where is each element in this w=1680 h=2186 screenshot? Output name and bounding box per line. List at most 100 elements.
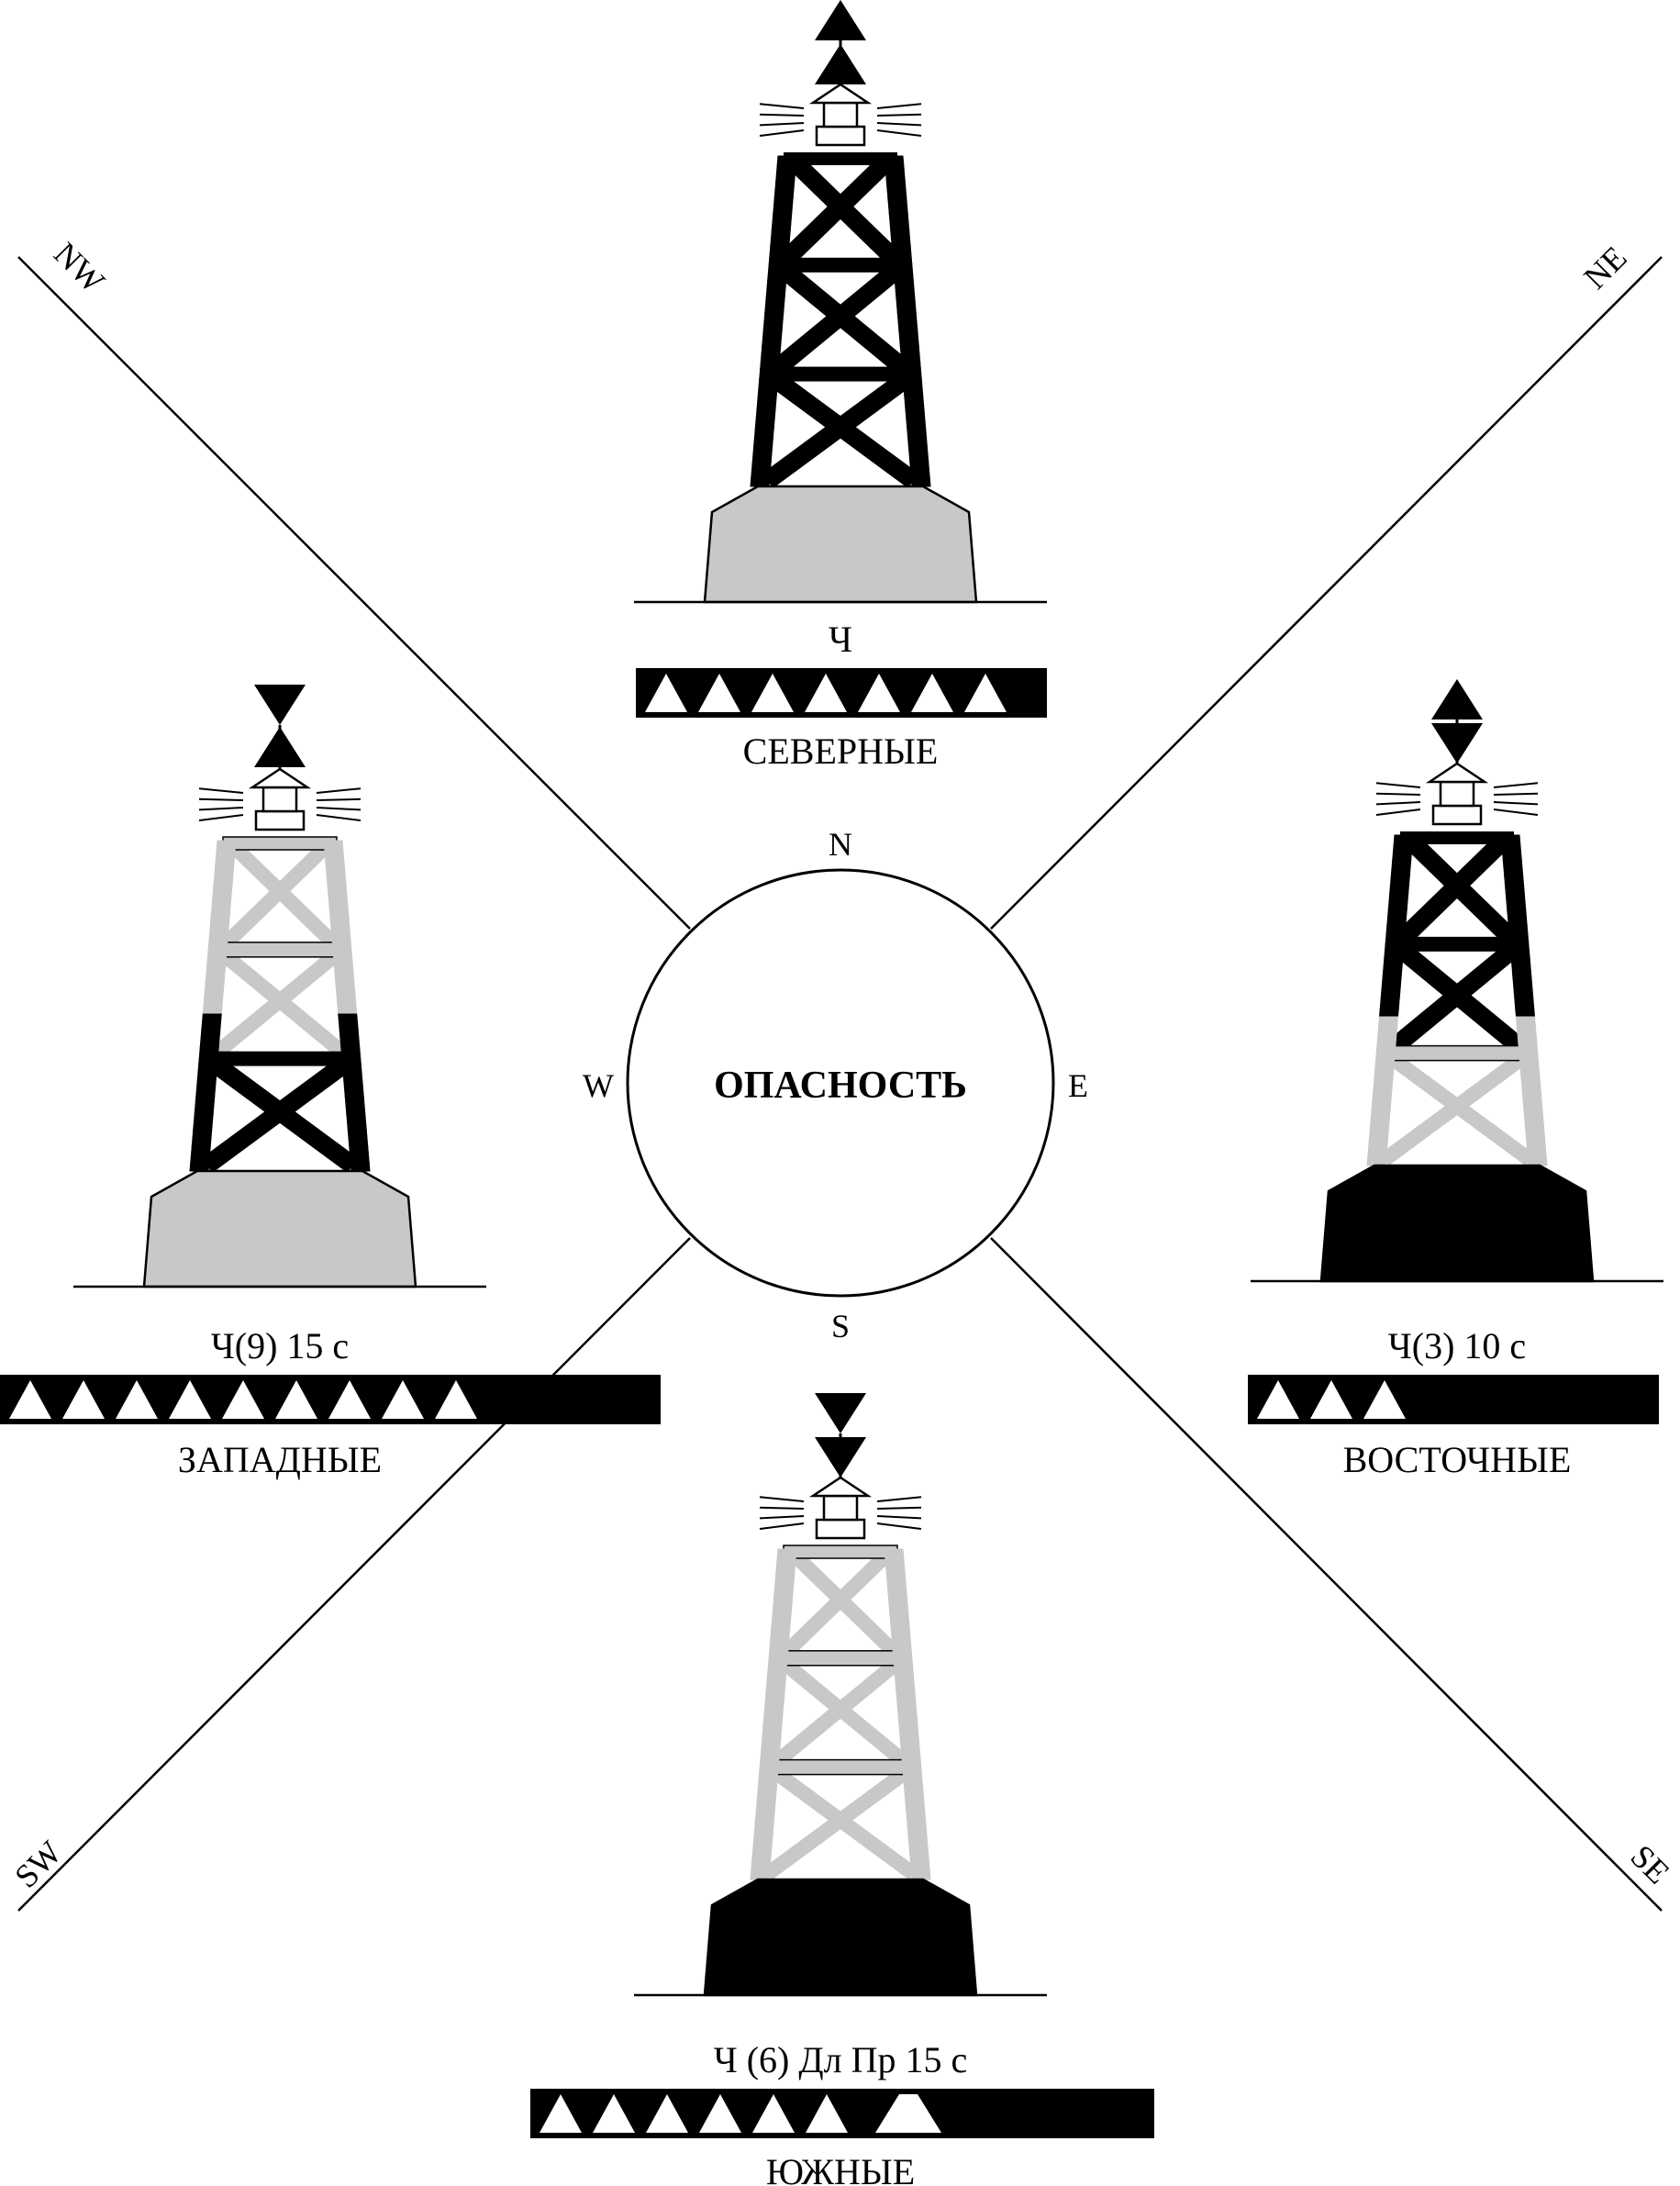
tower-leg-left xyxy=(204,988,225,998)
tower-leg-left xyxy=(1367,1148,1388,1158)
tower-leg-right xyxy=(907,444,929,454)
rhythm-bar-background xyxy=(1248,1375,1659,1424)
tower-leg-left xyxy=(750,1870,771,1880)
tower-leg-right xyxy=(1524,1123,1545,1133)
light-ray xyxy=(876,129,922,137)
tower-leg-left xyxy=(1392,842,1413,853)
tower-leg-right xyxy=(897,1713,918,1723)
tower-leg-left xyxy=(770,229,791,240)
short-flash xyxy=(752,2094,795,2133)
topmark-cone-down xyxy=(254,685,306,725)
tower-brace xyxy=(1387,942,1519,1055)
tower-leg-right xyxy=(1516,1024,1537,1034)
ne-label: NE xyxy=(1576,239,1633,296)
tower-leg-right xyxy=(324,848,345,858)
tower-leg-right xyxy=(904,403,925,413)
tower-leg-right xyxy=(1504,876,1525,886)
east-light-rhythm-bar xyxy=(1248,1375,1659,1424)
tower-horizontal xyxy=(1385,1044,1530,1062)
tower-leg-right xyxy=(901,362,922,372)
north-light-rhythm-bar xyxy=(636,668,1047,718)
tower-leg-left xyxy=(765,1680,786,1690)
tower-leg-right xyxy=(339,1038,361,1048)
tower-top-beam xyxy=(1400,831,1514,844)
tower-leg-left xyxy=(1375,1041,1396,1051)
tower-leg-right xyxy=(1515,1016,1536,1026)
tower-leg-left xyxy=(1380,991,1401,1001)
short-flash xyxy=(169,1380,211,1419)
tower-leg-left xyxy=(759,362,780,372)
tower-leg-right xyxy=(888,1606,909,1616)
tower-leg-left xyxy=(768,1647,789,1657)
tower-leg-right xyxy=(342,1071,363,1081)
tower-leg-left xyxy=(756,395,777,405)
tower-leg-left xyxy=(772,213,793,223)
tower-horizontal xyxy=(778,257,903,273)
tower-leg-left xyxy=(758,378,779,388)
ne-line xyxy=(990,256,1663,930)
tower-leg-left xyxy=(195,1096,216,1106)
tower-leg-right xyxy=(903,1779,924,1790)
light-ray xyxy=(759,1522,805,1530)
short-flash xyxy=(62,1380,105,1419)
compass-w: W xyxy=(583,1067,614,1104)
tower-leg-right xyxy=(893,1664,914,1674)
light-ray xyxy=(316,807,362,811)
tower-leg-right xyxy=(885,1565,906,1575)
lantern-glass xyxy=(822,101,859,128)
short-flash xyxy=(911,674,953,712)
compass-s: S xyxy=(831,1308,850,1344)
short-flash xyxy=(646,2094,688,2133)
lantern-roof xyxy=(1425,762,1489,784)
light-ray xyxy=(876,1506,922,1510)
tower-leg-left xyxy=(767,271,788,281)
tower-leg-right xyxy=(1507,909,1528,919)
tower-leg-right xyxy=(1518,1049,1539,1059)
tower-leg-right xyxy=(899,345,920,355)
light-ray xyxy=(316,814,362,821)
east-title: ВОСТОЧНЫЕ xyxy=(1343,1439,1572,1480)
tower-leg-left xyxy=(755,411,776,421)
tower-leg-right xyxy=(896,296,917,306)
tower-leg-left xyxy=(1381,975,1402,985)
tower-leg-left xyxy=(200,1030,221,1040)
light-ray xyxy=(876,113,922,117)
tower-leg-left xyxy=(762,1730,783,1740)
tower-brace xyxy=(201,1056,350,1174)
tower-leg-left xyxy=(1388,892,1409,902)
tower-leg-right xyxy=(333,964,354,974)
tower-leg-left xyxy=(1385,933,1406,943)
tower-leg-right xyxy=(328,906,350,916)
tower-leg-right xyxy=(332,947,353,957)
tower-leg-left xyxy=(759,370,780,380)
short-flash xyxy=(435,1380,477,1419)
tower-leg-right xyxy=(1503,867,1524,877)
tower-leg-left xyxy=(206,955,228,965)
tower-leg-right xyxy=(895,287,916,297)
tower-leg-left xyxy=(1373,1082,1394,1092)
tower-leg-right xyxy=(349,1145,370,1155)
tower-leg-left xyxy=(202,1005,223,1015)
tower-leg-left xyxy=(774,180,795,190)
tower-leg-right xyxy=(889,1614,910,1624)
tower-leg-left xyxy=(209,914,230,924)
tower-leg-right xyxy=(895,1680,916,1690)
topmark-cone-up xyxy=(815,0,866,40)
tower-leg-left xyxy=(214,864,235,875)
danger-circle xyxy=(626,868,1055,1298)
tower-leg-right xyxy=(344,1096,365,1106)
tower-leg-right xyxy=(886,188,907,198)
tower-leg-left xyxy=(1389,884,1410,894)
tower-leg-right xyxy=(892,254,913,264)
tower-leg-right xyxy=(901,1755,922,1765)
tower-leg-right xyxy=(329,914,350,924)
tower-leg-right xyxy=(898,1722,919,1732)
short-flash xyxy=(328,1380,371,1419)
tower-brace xyxy=(1379,1053,1527,1166)
tower-brace xyxy=(772,1657,901,1768)
short-flash xyxy=(382,1380,424,1419)
tower-leg-left xyxy=(764,296,785,306)
tower-leg-left xyxy=(767,262,788,273)
buoy-base xyxy=(703,1878,978,1997)
tower-leg-left xyxy=(750,477,771,487)
